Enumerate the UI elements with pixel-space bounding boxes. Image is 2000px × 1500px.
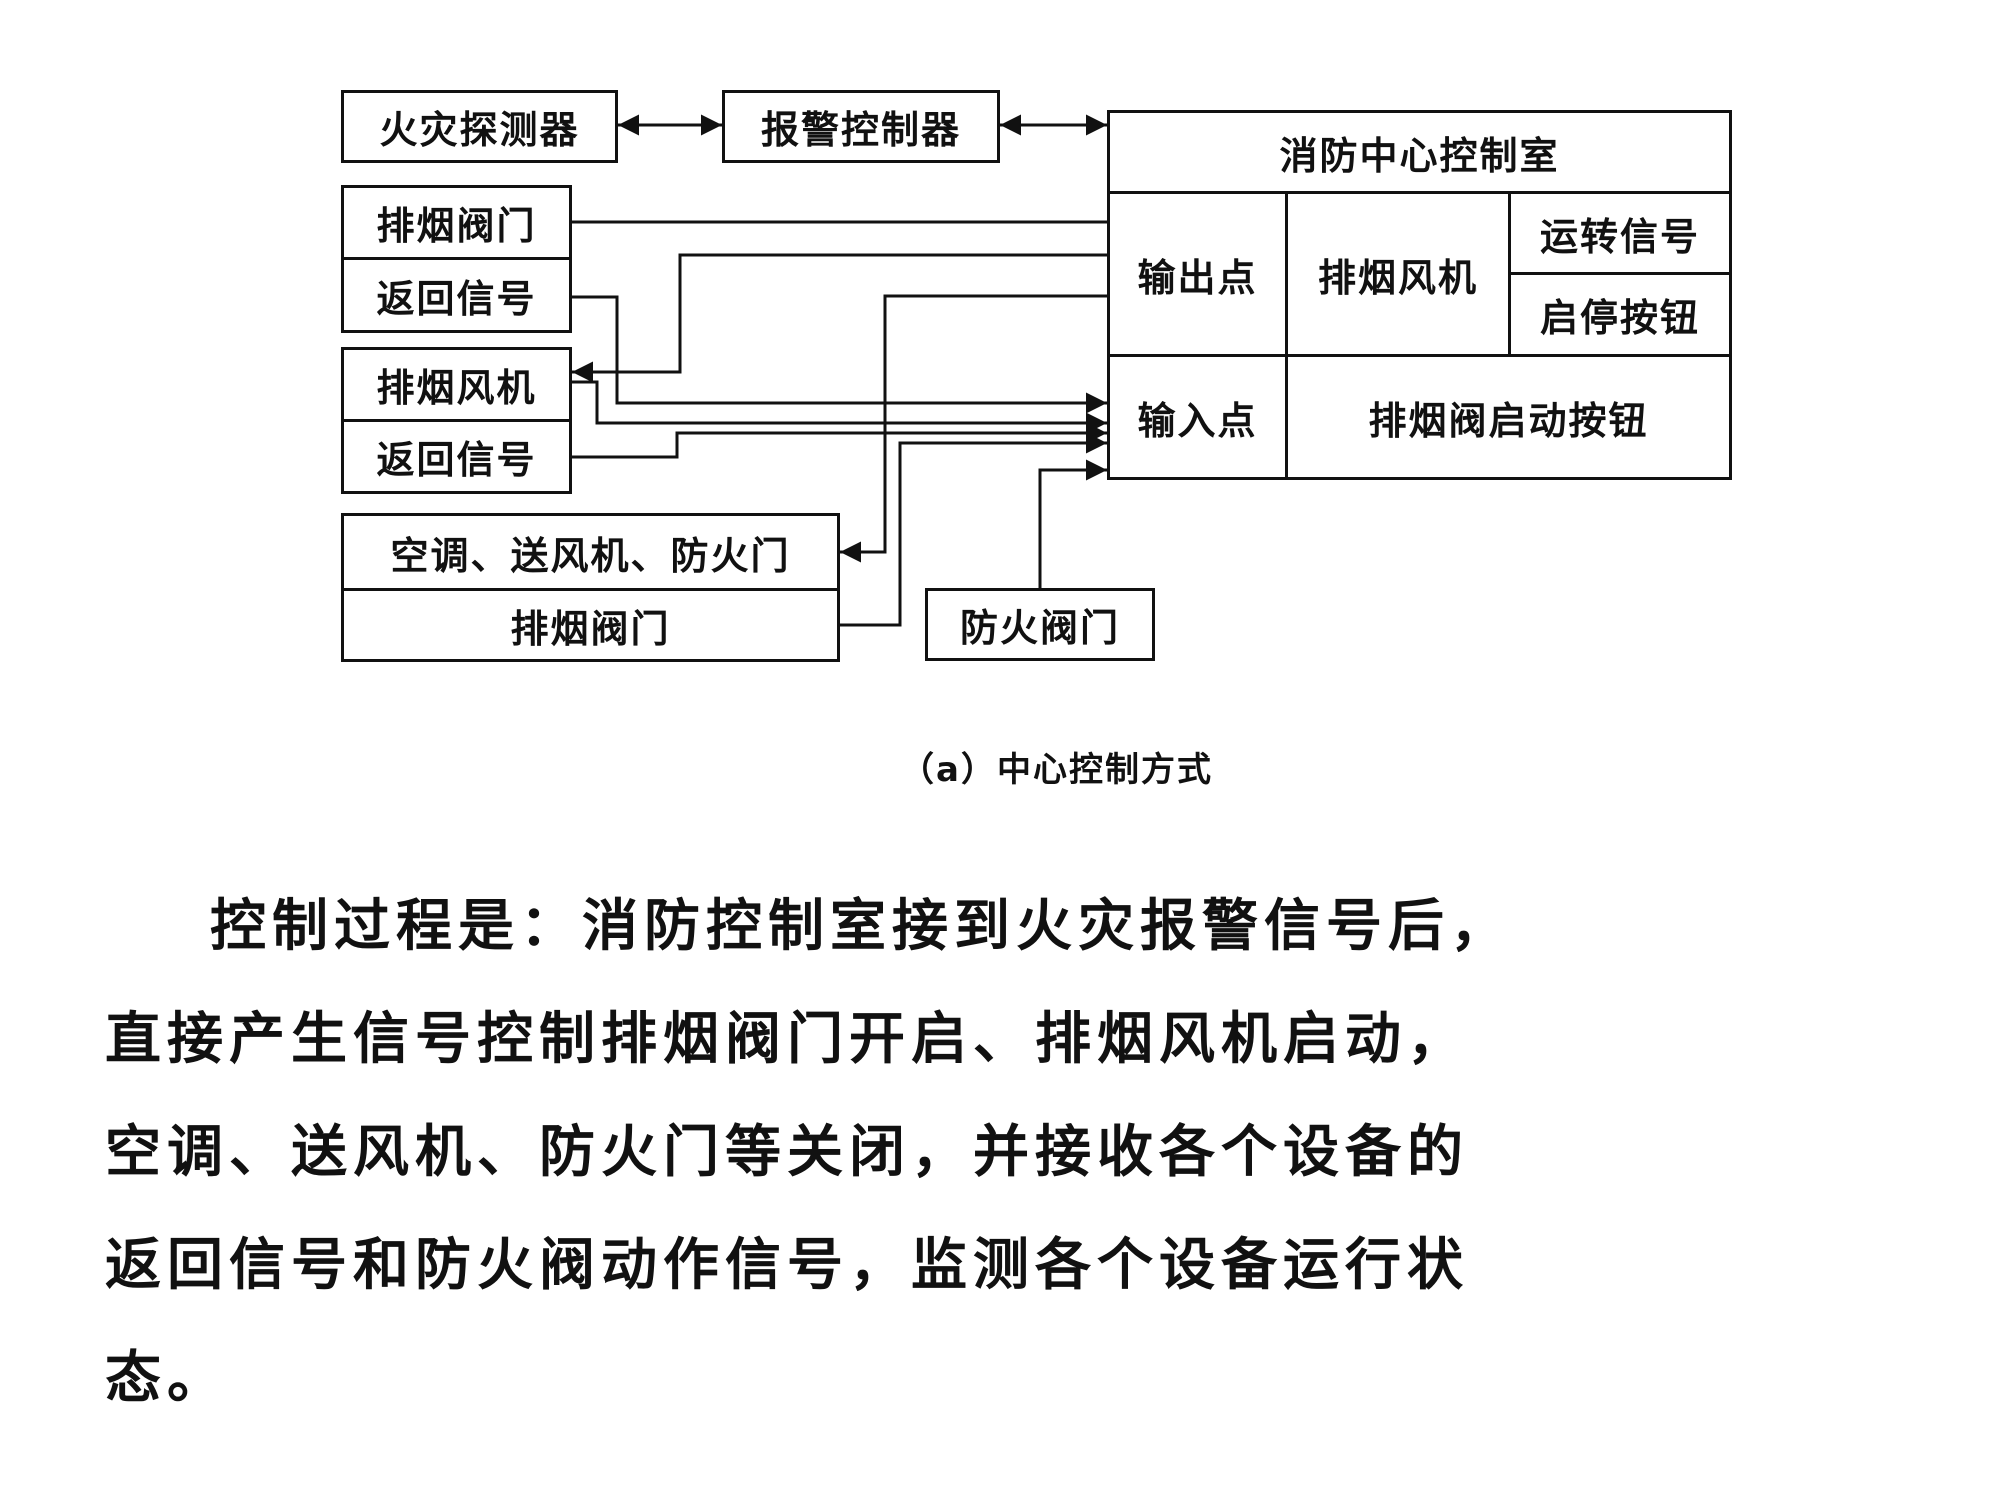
fire-damper-label: 防火阀门: [959, 606, 1120, 650]
ac-fan-door-label: 空调、送风机、防火门: [390, 533, 791, 578]
fire-detector-label: 火灾探测器: [379, 108, 580, 152]
input-point-cell: 输入点: [1110, 357, 1288, 477]
control-diagram: 火灾探测器 报警控制器 排烟阀门 返回信号 排烟风机 返回信号 空调、送风机、防…: [0, 0, 2000, 700]
link-return1-input: [572, 295, 1107, 414]
link-return2-input: [572, 422, 1107, 459]
output-point-label: 输出点: [1137, 255, 1258, 300]
start-stop-button-label: 启停按钮: [1539, 296, 1700, 340]
paragraph-line: 控制过程是：消防控制室接到火灾报警信号后，: [105, 870, 1865, 983]
smoke-valve-start-button-label: 排烟阀启动按钮: [1368, 398, 1649, 443]
run-signal-label: 运转信号: [1539, 214, 1700, 259]
return-signal-1-box: 返回信号: [341, 257, 572, 333]
room-smoke-fan-cell: 排烟风机: [1288, 194, 1511, 357]
link-output-smoke-fan: [572, 253, 1107, 383]
alarm-controller-box: 报警控制器: [722, 90, 1000, 163]
paragraph-line-text: 控制过程是：消防控制室接到火灾报警信号后，: [210, 894, 1512, 959]
description-paragraph: 控制过程是：消防控制室接到火灾报警信号后， 直接产生信号控制排烟阀门开启、排烟风…: [105, 870, 1865, 1435]
smoke-fan-box: 排烟风机: [341, 347, 572, 422]
fire-detector-box: 火灾探测器: [341, 90, 618, 163]
fire-damper-box: 防火阀门: [925, 588, 1155, 661]
link-damper-input: [1038, 459, 1107, 590]
return-signal-2-label: 返回信号: [376, 438, 537, 482]
ac-fan-door-box: 空调、送风机、防火门: [341, 513, 840, 591]
smoke-valve-bottom-box: 排烟阀门: [341, 588, 840, 662]
paragraph-line: 态。: [105, 1346, 229, 1411]
return-signal-2-box: 返回信号: [341, 419, 572, 494]
diagram-caption: （a）中心控制方式: [900, 750, 1213, 790]
paragraph-line: 空调、送风机、防火门等关闭，并接收各个设备的: [105, 1120, 1469, 1185]
control-room-title-text: 消防中心控制室: [1279, 133, 1560, 178]
alarm-controller-label: 报警控制器: [760, 108, 961, 152]
start-stop-button-cell: 启停按钮: [1511, 275, 1729, 357]
return-signal-1-label: 返回信号: [376, 276, 537, 321]
smoke-valve-top-label: 排烟阀门: [376, 204, 537, 248]
connector-lines: [572, 114, 1107, 627]
smoke-valve-start-button-cell: 排烟阀启动按钮: [1288, 357, 1729, 477]
control-room-block: 消防中心控制室 输出点 排烟风机 运转信号 启停按钮 输入点 排烟阀启动按钮: [1107, 110, 1732, 480]
link-bottom-valve-input: [840, 432, 1107, 627]
room-smoke-fan-label: 排烟风机: [1317, 255, 1478, 300]
output-point-cell: 输出点: [1110, 194, 1288, 357]
input-point-label: 输入点: [1137, 398, 1258, 443]
link-fan-input: [572, 380, 1107, 434]
paragraph-line: 返回信号和防火阀动作信号，监测各个设备运行状: [105, 1233, 1469, 1298]
control-room-title: 消防中心控制室: [1110, 113, 1729, 194]
smoke-fan-label: 排烟风机: [376, 366, 537, 410]
smoke-valve-top-box: 排烟阀门: [341, 185, 572, 260]
paragraph-line: 直接产生信号控制排烟阀门开启、排烟风机启动，: [105, 1007, 1469, 1072]
smoke-valve-bottom-label: 排烟阀门: [510, 606, 671, 651]
run-signal-cell: 运转信号: [1511, 194, 1729, 275]
